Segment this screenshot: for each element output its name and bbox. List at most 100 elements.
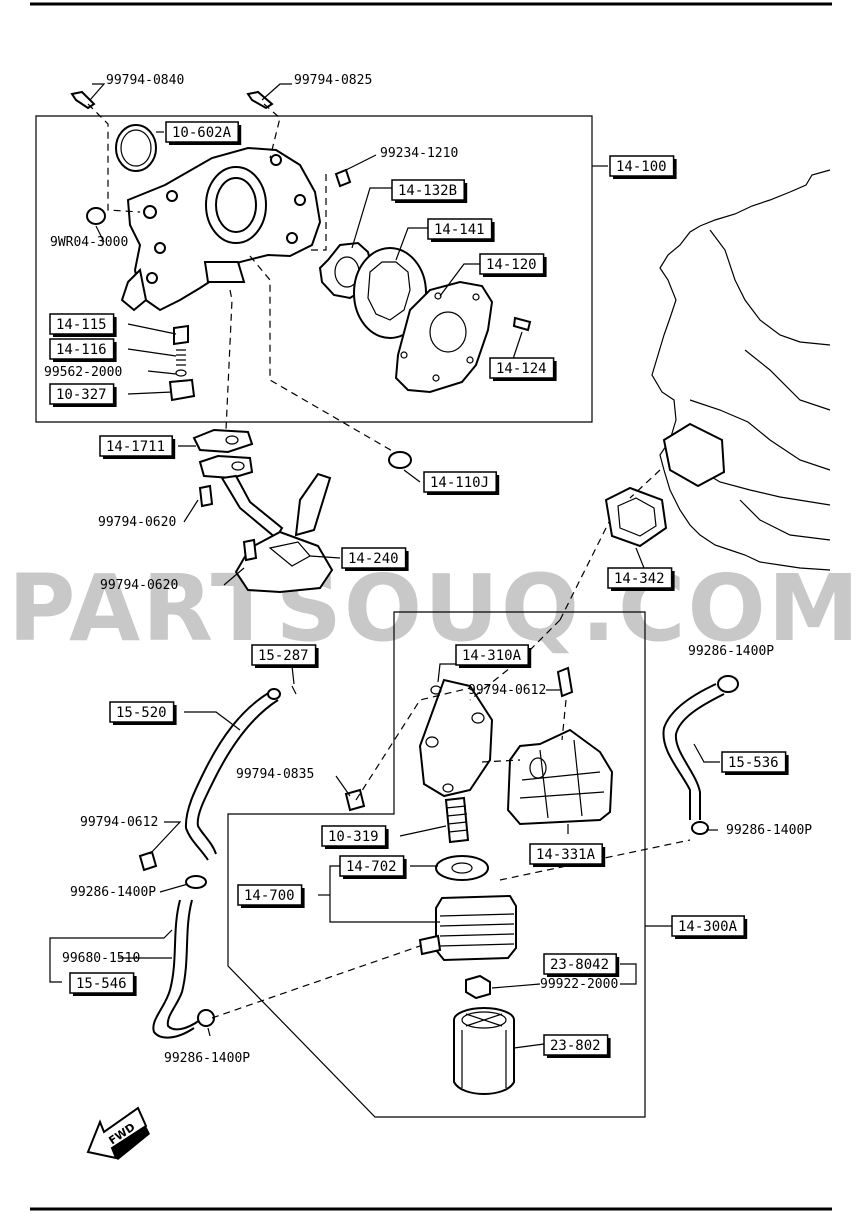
dowel-pin — [334, 168, 352, 188]
callout-box: 14-120 — [479, 253, 547, 277]
clamp-bottom — [197, 1009, 215, 1027]
callout-box-label: 14-342 — [614, 571, 665, 587]
callout-box-label: 14-702 — [346, 859, 397, 875]
callout-box-label: 14-300A — [678, 919, 738, 935]
cooler-gasket — [604, 486, 668, 548]
callout-box-label: 14-240 — [348, 551, 399, 567]
callout-box: 14-342 — [607, 567, 675, 591]
callout-labels: 99794-0840 99794-0825 99234-1210 9WR04-3000… — [44, 73, 812, 1066]
part-number-label: 99794-0620 — [98, 515, 176, 530]
part-number-label: 99562-2000 — [44, 365, 122, 380]
callout-box-label: 10-602A — [172, 125, 232, 141]
callout-box-label: 14-120 — [486, 257, 537, 273]
callout-box: 14-100 — [609, 155, 677, 179]
cover-screw — [512, 316, 532, 332]
part-number-label: 99794-0835 — [236, 767, 314, 782]
oil-pump-body — [120, 146, 322, 312]
engine-flange — [662, 422, 726, 488]
hose-15-546 — [152, 899, 201, 1039]
clamp-left — [185, 875, 207, 889]
callout-box: 10-327 — [49, 383, 117, 407]
callout-box: 14-116 — [49, 338, 117, 362]
callout-box: 14-141 — [427, 218, 495, 242]
callout-box: 14-124 — [489, 357, 557, 381]
clamp-right-top — [717, 675, 739, 693]
filter-nut — [465, 974, 491, 1000]
strainer-bolt-1 — [198, 484, 214, 508]
callout-box-label: 15-520 — [116, 705, 167, 721]
part-number-label: 99234-1210 — [380, 146, 458, 161]
callout-box-label: 14-310A — [462, 648, 522, 664]
callout-box: 10-602A — [165, 121, 242, 145]
part-number-label: 99794-0840 — [106, 73, 184, 88]
union-bolt — [444, 796, 470, 844]
callout-box-label: 14-110J — [430, 475, 489, 491]
oil-seal — [115, 124, 157, 172]
oil-strainer — [192, 428, 334, 594]
watermark-text: PARTSOUQ.COM — [8, 555, 861, 662]
part-number-label: 99922-2000 — [540, 977, 618, 992]
callout-box: 14-132B — [391, 179, 468, 203]
part-number-label: 99286-1400P — [164, 1051, 250, 1066]
oil-filter-body — [418, 678, 494, 798]
callout-box: 10-319 — [321, 825, 389, 849]
part-number-label: 99286-1400P — [688, 644, 774, 659]
callout-box-label: 14-116 — [56, 342, 107, 358]
callout-box: 14-240 — [341, 547, 409, 571]
bolt-0825 — [246, 90, 274, 110]
part-number-label: 99794-0620 — [100, 578, 178, 593]
callout-box: 14-110J — [423, 471, 500, 495]
blind-plug — [86, 207, 106, 225]
callout-box: 15-536 — [721, 751, 789, 775]
callout-box-label: 10-327 — [56, 387, 107, 403]
callout-box: 14-700 — [237, 884, 305, 908]
callout-box: 15-520 — [109, 701, 177, 725]
oil-filter — [453, 1007, 515, 1095]
callout-box-label: 23-802 — [550, 1038, 601, 1054]
part-number-label: 99794-0612 — [80, 815, 158, 830]
relief-valve-stack — [168, 324, 196, 402]
hose-15-520 — [184, 688, 281, 861]
part-number-label: 99286-1400P — [726, 823, 812, 838]
strainer-bolt-2 — [242, 538, 258, 562]
hose-15-536 — [662, 683, 725, 820]
fwd-arrow-icon: FWD — [86, 1106, 150, 1160]
callout-box: 23-8042 — [543, 953, 620, 977]
o-ring — [388, 451, 412, 469]
dashed-leaders — [87, 103, 691, 1019]
callout-box-label: 15-536 — [728, 755, 779, 771]
bolt-0612-cooler — [556, 666, 574, 698]
callout-box-label: 14-1711 — [106, 439, 165, 455]
callout-box: 14-310A — [455, 644, 532, 668]
cooler-gasket-14-702 — [435, 855, 489, 881]
callout-box: 14-702 — [339, 855, 407, 879]
callout-box-label: 14-141 — [434, 222, 485, 238]
callout-box: 15-546 — [69, 972, 137, 996]
callout-boxes: 10-602A 14-100 14-132B 14-141 14-120 14-115 14… — [49, 121, 789, 1058]
callout-box: 14-1711 — [99, 435, 176, 459]
oil-pump-group-outline — [35, 115, 593, 423]
callout-box-label: 15-546 — [76, 976, 127, 992]
callout-box-label: 14-100 — [616, 159, 667, 175]
cooler-cover — [506, 728, 614, 826]
callout-box: 14-115 — [49, 313, 117, 337]
callout-box-label: 14-115 — [56, 317, 107, 333]
solid-leaders — [49, 83, 720, 1049]
callout-box-label: 14-124 — [496, 361, 547, 377]
callout-box-label: 10-319 — [328, 829, 379, 845]
pump-cover-plate — [394, 280, 494, 394]
callout-box-label: 15-287 — [258, 648, 309, 664]
callout-box: 23-802 — [543, 1034, 611, 1058]
callout-box: 15-287 — [251, 644, 319, 668]
bolt-0612-left — [138, 850, 158, 872]
callout-box-label: 14-331A — [536, 847, 596, 863]
oil-cooler — [418, 894, 517, 962]
callout-box-label: 23-8042 — [550, 957, 609, 973]
part-number-label: 99794-0825 — [294, 73, 372, 88]
part-number-label: 99286-1400P — [70, 885, 156, 900]
clamp-pin — [291, 685, 297, 695]
part-number-label: 99680-1510 — [62, 951, 140, 966]
part-number-label: 9WR04-3000 — [50, 235, 128, 250]
callout-box-label: 14-700 — [244, 888, 295, 904]
